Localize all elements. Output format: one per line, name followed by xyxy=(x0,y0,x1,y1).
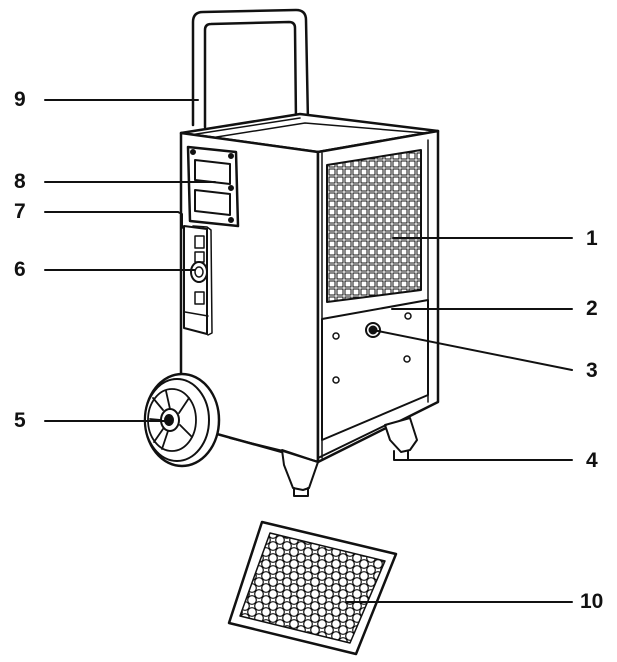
air-filter xyxy=(229,522,396,654)
callout-7: 7 xyxy=(14,200,26,223)
leader-lines xyxy=(45,100,572,602)
callout-6: 6 xyxy=(14,258,26,281)
callout-1: 1 xyxy=(586,227,598,250)
foot-front-right xyxy=(385,418,417,460)
control-panel xyxy=(184,226,212,335)
carrying-handle xyxy=(188,147,238,226)
callout-9: 9 xyxy=(14,88,26,111)
callout-8: 8 xyxy=(14,170,26,193)
base-frame xyxy=(230,425,386,462)
callout-2: 2 xyxy=(586,297,598,320)
callout-4: 4 xyxy=(586,449,598,472)
callout-3: 3 xyxy=(586,359,598,382)
cable-hook xyxy=(178,212,182,228)
transport-wheel xyxy=(145,374,219,466)
telescopic-handle xyxy=(193,10,308,127)
air-grille xyxy=(327,150,421,302)
callout-10: 10 xyxy=(580,590,604,613)
callout-5: 5 xyxy=(14,409,26,432)
